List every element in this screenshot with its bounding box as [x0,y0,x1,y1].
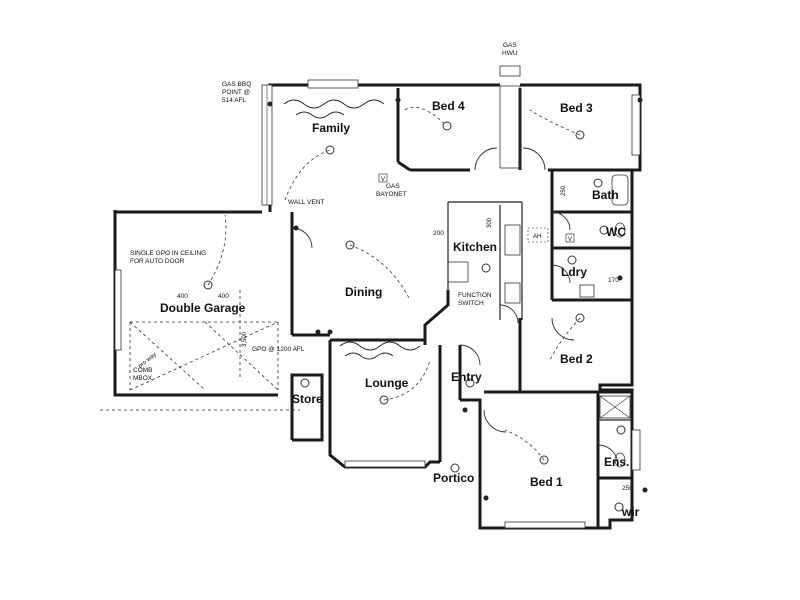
gas-bayonet-label-2: BAYONET [376,191,407,198]
room-label-family: Family [312,121,350,135]
windows [114,65,641,529]
ceiling-lights [203,121,626,512]
room-label-bed2: Bed 2 [560,352,593,366]
room-label-bed3: Bed 3 [560,101,593,115]
garage-details [100,290,300,411]
room-label-lounge: Lounge [365,376,409,390]
function-switch-label: FUNCTION [458,292,492,299]
gas-bayonet-label: GAS [386,183,400,190]
gas-hwu-label-2: HWU [502,50,518,57]
dim-200: 200 [433,230,444,237]
room-label-ldry: Ldry [561,265,587,279]
room-label-entry: Entry [451,370,482,384]
room-label-wc: WC [606,225,626,239]
dim-250-bath: 250 [561,185,567,196]
dim-170: 170 [608,277,619,284]
room-label-portico: Portico [433,471,474,485]
room-label-bed1: Bed 1 [530,475,563,489]
dim-3500: 3,500 [242,331,248,347]
doors [291,147,619,466]
handwritten-notes [283,99,421,360]
switch-arcs [207,106,581,461]
dim-400-left: 400 [177,293,188,300]
gas-bbq-label: GAS BBQ [222,81,251,88]
room-label-wir: wir [621,505,640,519]
mbox-label: MBOX [133,375,153,382]
room-label-ens: Ens. [604,455,629,469]
annotations: GAS HWU GAS BBQ POINT @ 514 AFL GAS BAYO… [130,42,633,492]
dim-250-wir: 250 [622,485,633,492]
room-label-bed4: Bed 4 [432,99,465,113]
dim-400-right: 400 [218,293,229,300]
gpo-ceiling-label-2: FOR AUTO DOOR [130,258,185,265]
gas-bbq-label-3: 514 AFL [222,97,247,104]
gpo-ceiling-label: SINGLE GPO IN CEILING [130,250,206,257]
bathroom-fixtures [579,174,631,468]
ah-label: AH [533,234,541,240]
gpo-1200-label: GPO @ 1200 AFL [252,346,305,353]
room-label-store: Store [292,392,323,406]
v-kitchen-label: V [381,177,385,183]
gpo-markers [267,97,648,501]
wall-vent-label: WALL VENT [288,199,324,206]
room-label-kitchen: Kitchen [453,240,497,254]
v-laundry-label: V [568,237,572,243]
room-label-dining: Dining [345,285,382,299]
function-switch-label-2: SWITCH [458,300,484,307]
gas-hwu-label: GAS [503,42,517,49]
room-label-double-garage: Double Garage [160,301,246,315]
comb-label: COMB [133,367,153,374]
gas-bbq-label-2: POINT @ [222,89,251,96]
room-labels: Family Bed 4 Bed 3 Bath WC Ldry Kitchen … [160,99,640,519]
room-label-bath: Bath [592,188,619,202]
dim-300: 300 [487,217,493,228]
kitchen-fixtures [447,224,549,304]
